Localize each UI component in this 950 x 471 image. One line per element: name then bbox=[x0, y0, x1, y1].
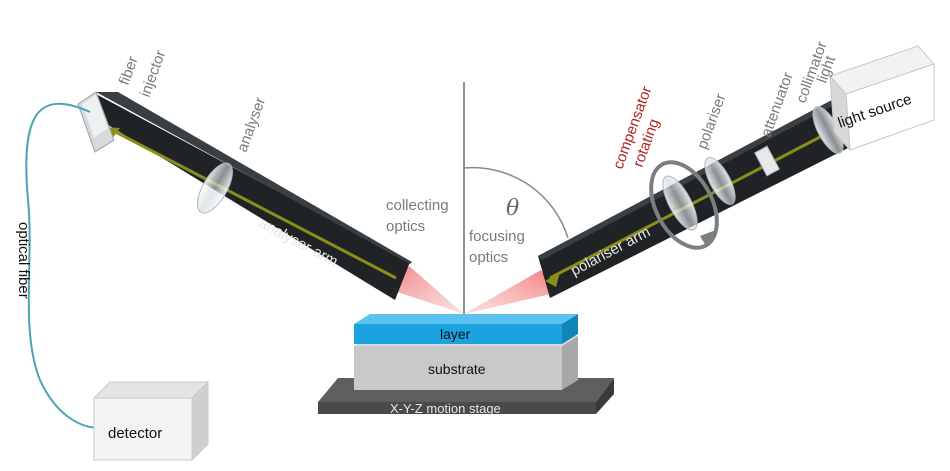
layer-label: layer bbox=[440, 326, 471, 342]
stage-front bbox=[318, 402, 596, 414]
theta-label: θ bbox=[506, 196, 519, 221]
angle-arc bbox=[463, 166, 569, 239]
polariser-label: polariser bbox=[694, 91, 730, 151]
optical-fiber bbox=[25, 102, 101, 429]
focusing-focus-cone bbox=[464, 270, 555, 314]
stage-label: X-Y-Z motion stage bbox=[390, 401, 501, 416]
detector-label: detector bbox=[108, 425, 162, 442]
analyser-arm bbox=[94, 92, 412, 300]
fiber-injector bbox=[77, 91, 115, 153]
polariser-lens bbox=[704, 157, 736, 205]
collecting-optics-label-line1: collecting bbox=[386, 197, 449, 214]
fiber-injector-label-line2: injector bbox=[137, 48, 170, 99]
substrate-front bbox=[354, 346, 562, 390]
fiber-injector-label-line1: fiber bbox=[116, 54, 142, 87]
compensator-lens bbox=[662, 175, 698, 231]
detector-box bbox=[92, 380, 210, 462]
collecting-optics-label-line2: optics bbox=[386, 218, 425, 235]
attenuator-filter bbox=[754, 145, 780, 177]
light-source-box bbox=[829, 45, 935, 152]
focusing-optics-label-line1: focusing bbox=[469, 228, 525, 245]
focusing-optics-label-line2: optics bbox=[469, 249, 508, 266]
optical-fiber-label: optical fiber bbox=[15, 222, 32, 299]
collecting-focus-cone bbox=[385, 266, 464, 314]
analyser-label: analyser bbox=[234, 95, 269, 154]
rotation-arrow-icon bbox=[649, 160, 719, 250]
sample-stack bbox=[318, 314, 614, 414]
layer-front bbox=[354, 324, 562, 344]
analyser-lens bbox=[197, 162, 233, 214]
substrate-label: substrate bbox=[428, 361, 486, 377]
